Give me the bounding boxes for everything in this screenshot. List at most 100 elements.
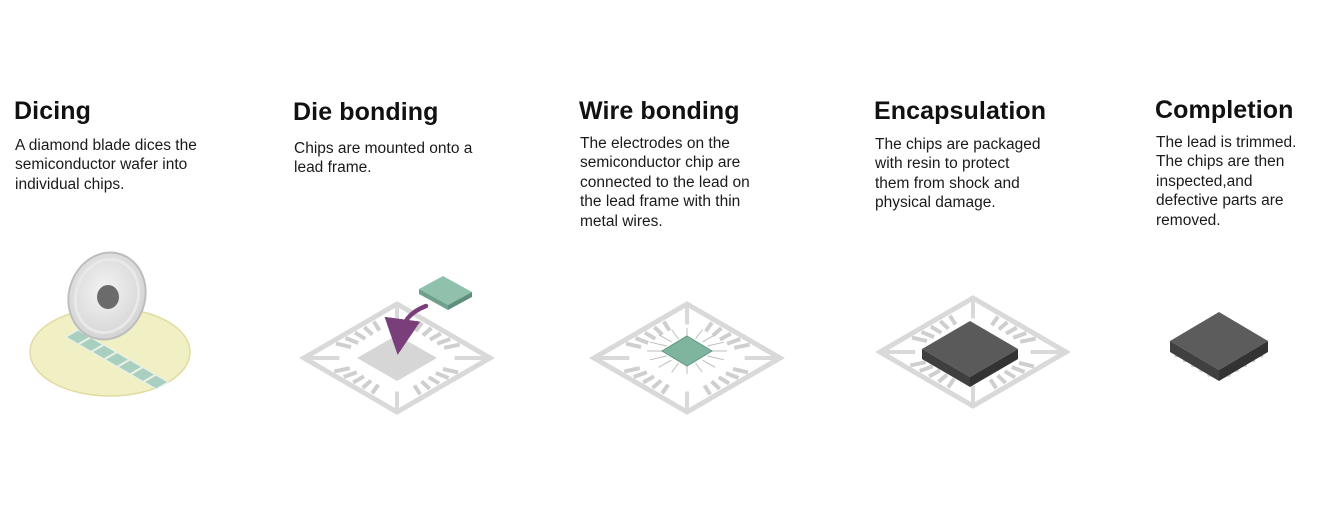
diced-chip (116, 359, 144, 375)
lead-finger (725, 371, 740, 380)
lead-finger (911, 335, 928, 344)
lead-finger (937, 373, 949, 384)
lead-finger (443, 342, 461, 350)
diced-chip-grid (64, 329, 170, 390)
lead-finger (988, 378, 998, 390)
placement-arrow (384, 303, 429, 355)
lead-finger (710, 379, 722, 391)
lead-finger (704, 321, 714, 333)
lead-finger (909, 360, 927, 368)
step-title: Encapsulation (874, 97, 1047, 125)
step-encapsulation: Encapsulation The chips are packaged wit… (874, 97, 1094, 213)
lead-finger (662, 320, 672, 332)
lead-finger (429, 331, 442, 342)
step-title: Die bonding (293, 98, 439, 126)
lead-finger (362, 325, 374, 337)
lead-finger (352, 374, 365, 385)
lead-finger (361, 379, 373, 390)
bond-wire (658, 334, 672, 343)
diced-chip (103, 351, 131, 368)
lead-finger (1005, 325, 1018, 336)
step-title: Completion (1155, 96, 1294, 124)
step-wire-bonding: Wire bonding The electrodes on the semic… (579, 97, 799, 231)
lead-finger (344, 336, 359, 345)
die-bonding-illustration (299, 276, 495, 415)
encapsulation-illustration (875, 295, 1071, 409)
diced-chip (77, 336, 105, 353)
lead-finger (726, 337, 741, 346)
lead-finger (711, 326, 723, 337)
lead-finger (335, 341, 352, 350)
die-pad (357, 335, 437, 381)
lead-finger (919, 364, 934, 373)
wire-bonding-illustration (589, 301, 785, 415)
step-dicing: Dicing A diamond blade dices the semicon… (14, 97, 244, 194)
bond-wires (647, 328, 727, 374)
lead-finger (1012, 331, 1027, 340)
lead-finger (920, 330, 935, 339)
resin-package (922, 321, 1018, 387)
lead-frame (875, 295, 1071, 409)
lead-finger (929, 324, 943, 335)
lead-finger (1018, 360, 1035, 369)
lead-frame (299, 301, 495, 415)
step-description: The electrodes on the semiconductor chip… (580, 135, 750, 230)
lead-finger (643, 330, 657, 341)
bond-wire (707, 355, 725, 361)
lead-finger (719, 331, 732, 342)
bond-wire (658, 359, 672, 368)
completion-illustration (1170, 312, 1268, 381)
lead-finger (990, 315, 1000, 327)
lead-finger (1003, 369, 1017, 380)
lead-finger (333, 366, 351, 374)
lead-finger (948, 314, 958, 326)
lead-frame (589, 301, 785, 415)
step-title: Dicing (14, 97, 91, 125)
bond-wire (702, 359, 716, 368)
diced-chip (142, 374, 170, 390)
lead-finger (435, 371, 450, 380)
bonded-chip (661, 335, 713, 367)
lead-finger (633, 370, 648, 379)
lead-finger (732, 366, 749, 375)
lead-finger (702, 384, 712, 396)
lead-finger (1019, 336, 1037, 344)
lead-finger (442, 366, 459, 375)
lead-finger (634, 336, 649, 345)
bond-wire (649, 341, 667, 347)
step-description: A diamond blade dices the semiconductor … (15, 137, 197, 193)
chip-being-placed (419, 276, 472, 310)
step-description: The lead is trimmed. The chips are then … (1156, 134, 1297, 229)
lead-finger (652, 325, 664, 337)
bond-wire (671, 362, 679, 373)
diamond-blade (67, 251, 147, 341)
lead-finger (436, 337, 451, 346)
lead-finger (427, 375, 441, 386)
lead-finger (372, 320, 382, 332)
lead-finger (733, 342, 751, 350)
diced-chip (90, 344, 118, 360)
bond-wire (702, 334, 716, 343)
lead-finger (938, 319, 950, 331)
lead-finger (946, 377, 956, 389)
diced-chip (129, 366, 157, 383)
lead-finger (996, 373, 1008, 385)
bond-wire (649, 355, 667, 361)
bond-wire (707, 341, 725, 347)
lead-finger (412, 384, 422, 396)
step-title: Wire bonding (579, 97, 740, 125)
lead-finger (414, 321, 424, 333)
finished-package (1170, 312, 1268, 381)
lead-finger (623, 366, 641, 374)
lead-finger (660, 383, 670, 395)
step-completion: Completion The lead is trimmed. The chip… (1155, 96, 1320, 230)
lead-finger (370, 383, 380, 395)
step-description: Chips are mounted onto a lead frame. (294, 140, 473, 177)
lead-finger (625, 341, 642, 350)
bond-wire (695, 362, 703, 373)
lead-finger (651, 379, 663, 390)
bond-wire (671, 329, 679, 340)
lead-finger (353, 330, 367, 341)
step-die-bonding: Die bonding Chips are mounted onto a lea… (293, 98, 523, 178)
